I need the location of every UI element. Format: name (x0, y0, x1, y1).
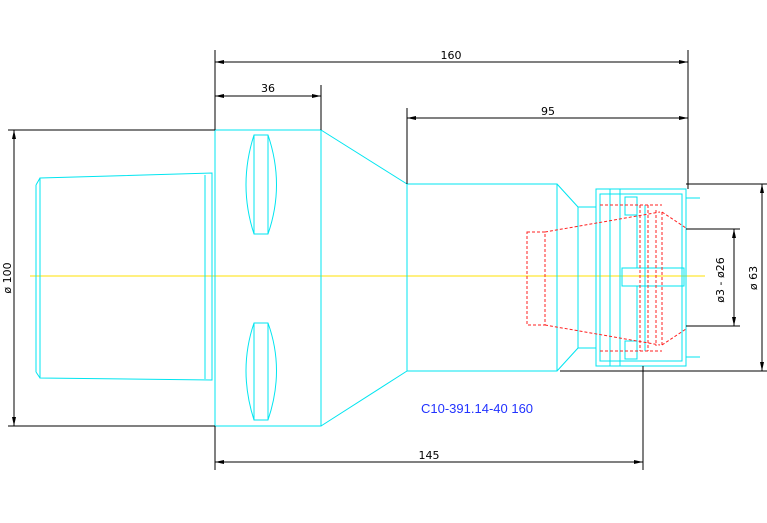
dimension-nut-diameter: ø 63 (560, 183, 767, 372)
dimension-label-36: 36 (261, 82, 275, 95)
dimension-shank-diameter: ø 100 (1, 129, 215, 427)
dimension-label-dia-63: ø 63 (747, 266, 760, 290)
dimension-nose-length: 95 (406, 105, 688, 184)
part-number-label: C10-391.14-40 160 (421, 401, 533, 416)
dimension-clamping-range: ø3 - ø26 (686, 228, 740, 327)
dimension-gauge-length: 145 (214, 366, 644, 470)
dimension-label-145: 145 (419, 449, 440, 462)
dimension-label-160: 160 (441, 49, 462, 62)
nose-body (406, 183, 597, 372)
capto-shank (35, 172, 213, 381)
dimension-label-clamping-range: ø3 - ø26 (714, 257, 727, 302)
dimension-label-95: 95 (541, 105, 555, 118)
taper-body (320, 129, 408, 427)
dimension-overall-length: 160 (214, 49, 689, 189)
flange (214, 129, 322, 427)
dimension-label-dia-100: ø 100 (1, 262, 14, 293)
hidden-collet-geometry (526, 204, 687, 352)
dimension-flange-width: 36 (215, 82, 322, 130)
